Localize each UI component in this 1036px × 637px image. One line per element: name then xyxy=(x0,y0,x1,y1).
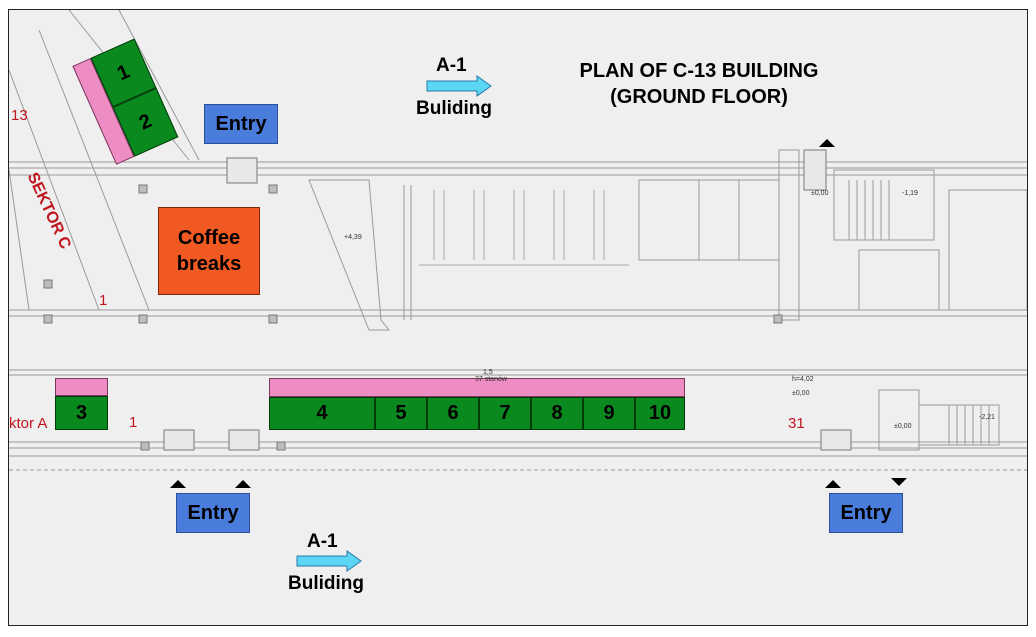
coffee-breaks-area[interactable]: Coffee breaks xyxy=(158,207,260,295)
stand-strip-pink-4-10 xyxy=(269,378,685,397)
architectural-drawing xyxy=(9,10,1027,572)
floor-plan-map: PLAN OF C-13 BUILDING (GROUND FLOOR) A-1… xyxy=(8,9,1028,626)
plan-label-h2: -1,19 xyxy=(902,190,918,197)
building-code-top: A-1 xyxy=(436,55,467,76)
stand-7[interactable]: 7 xyxy=(479,397,531,430)
coffee-line1: Coffee xyxy=(177,227,241,249)
red-number-31: 31 xyxy=(788,415,805,432)
stand-strip-pink-3 xyxy=(55,378,108,396)
building-arrow-bottom xyxy=(296,550,362,572)
red-number-13: 13 xyxy=(11,107,28,124)
plan-label-h9: 37 stanów xyxy=(475,376,507,383)
building-arrow-top xyxy=(426,75,492,97)
stand-5[interactable]: 5 xyxy=(375,397,427,430)
building-code-bottom: A-1 xyxy=(307,531,338,552)
building-name-top: Buliding xyxy=(416,98,492,119)
plan-label-h5: +4,39 xyxy=(344,234,362,241)
stand-6[interactable]: 6 xyxy=(427,397,479,430)
plan-label-h8: 1,5 xyxy=(483,369,493,376)
red-number-1-top: 1 xyxy=(99,292,108,309)
entry-bottom-left[interactable]: Entry xyxy=(176,493,250,533)
entry-bottom-right[interactable]: Entry xyxy=(829,493,903,533)
stand-9[interactable]: 9 xyxy=(583,397,635,430)
stand-8[interactable]: 8 xyxy=(531,397,583,430)
plan-label-h7: ±0,00 xyxy=(792,390,810,397)
building-name-bottom: Buliding xyxy=(288,573,364,594)
plan-label-h1: ±0,00 xyxy=(811,190,829,197)
plan-title: PLAN OF C-13 BUILDING (GROUND FLOOR) xyxy=(549,58,849,110)
stand-4[interactable]: 4 xyxy=(269,397,375,430)
entry-top[interactable]: Entry xyxy=(204,104,278,144)
plan-title-line2: (GROUND FLOOR) xyxy=(610,86,788,108)
plan-label-h6: h=4,02 xyxy=(792,376,814,383)
plan-label-h4: -2,21 xyxy=(979,414,995,421)
plan-title-line1: PLAN OF C-13 BUILDING xyxy=(579,60,819,82)
stand-10[interactable]: 10 xyxy=(635,397,685,430)
red-number-1-bottom: 1 xyxy=(129,414,138,431)
stand-3[interactable]: 3 xyxy=(55,396,108,430)
sektor-a-label: ktor A xyxy=(9,415,48,432)
coffee-line2: breaks xyxy=(176,253,242,275)
plan-label-h3: ±0,00 xyxy=(894,423,912,430)
